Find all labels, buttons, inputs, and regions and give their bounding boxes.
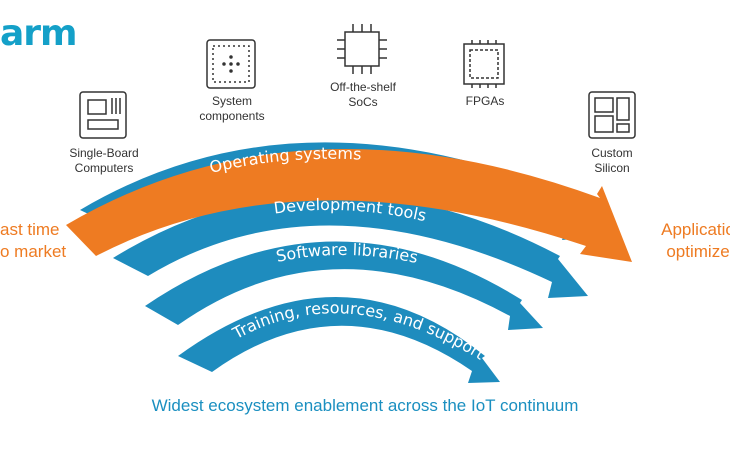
node-label-off-the-shelf: Off-the-shelf SoCs: [330, 80, 396, 109]
orange-arrow: [66, 149, 632, 262]
silicon-icon: [588, 91, 636, 139]
right-caption: Applicatio optimize: [661, 220, 730, 261]
node-label-single-board: Single-Board Computers: [69, 146, 139, 175]
arc-band-training: [178, 297, 500, 383]
arc-band-libraries: [145, 241, 543, 330]
node-label-system-components: System components: [199, 94, 265, 123]
component-icon: [206, 39, 256, 89]
left-caption: ast time o market: [0, 220, 67, 261]
fpga-icon: [463, 40, 505, 88]
node-label-custom-silicon: Custom Silicon: [591, 146, 633, 175]
node-label-fpgas: FPGAs: [465, 94, 505, 108]
arm-logo: arm: [0, 13, 78, 54]
arc-band-devtools: [113, 193, 588, 298]
board-icon: [79, 91, 127, 139]
footer-caption: Widest ecosystem enablement across the I…: [151, 396, 579, 415]
chip-icon: [337, 24, 387, 74]
